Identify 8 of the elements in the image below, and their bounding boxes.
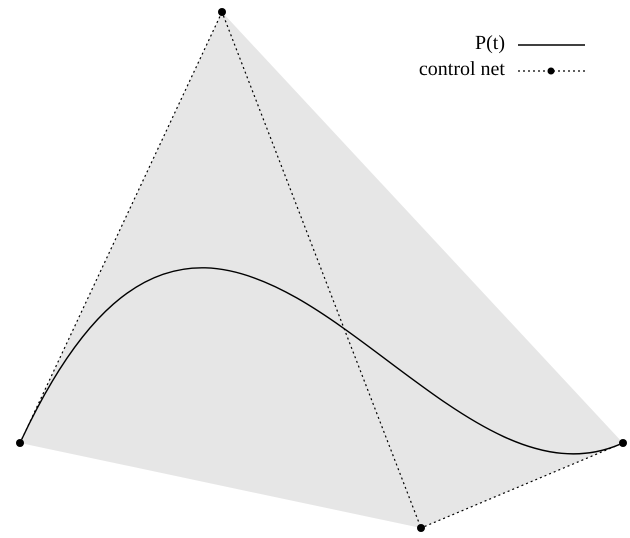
control-point bbox=[417, 524, 425, 532]
control-point bbox=[218, 8, 226, 16]
control-point bbox=[16, 439, 24, 447]
curve bbox=[21, 268, 620, 454]
legend-label: P(t) bbox=[475, 32, 505, 55]
control-net-line bbox=[222, 16, 420, 524]
legend-label: control net bbox=[418, 58, 505, 81]
control-point bbox=[619, 439, 627, 447]
